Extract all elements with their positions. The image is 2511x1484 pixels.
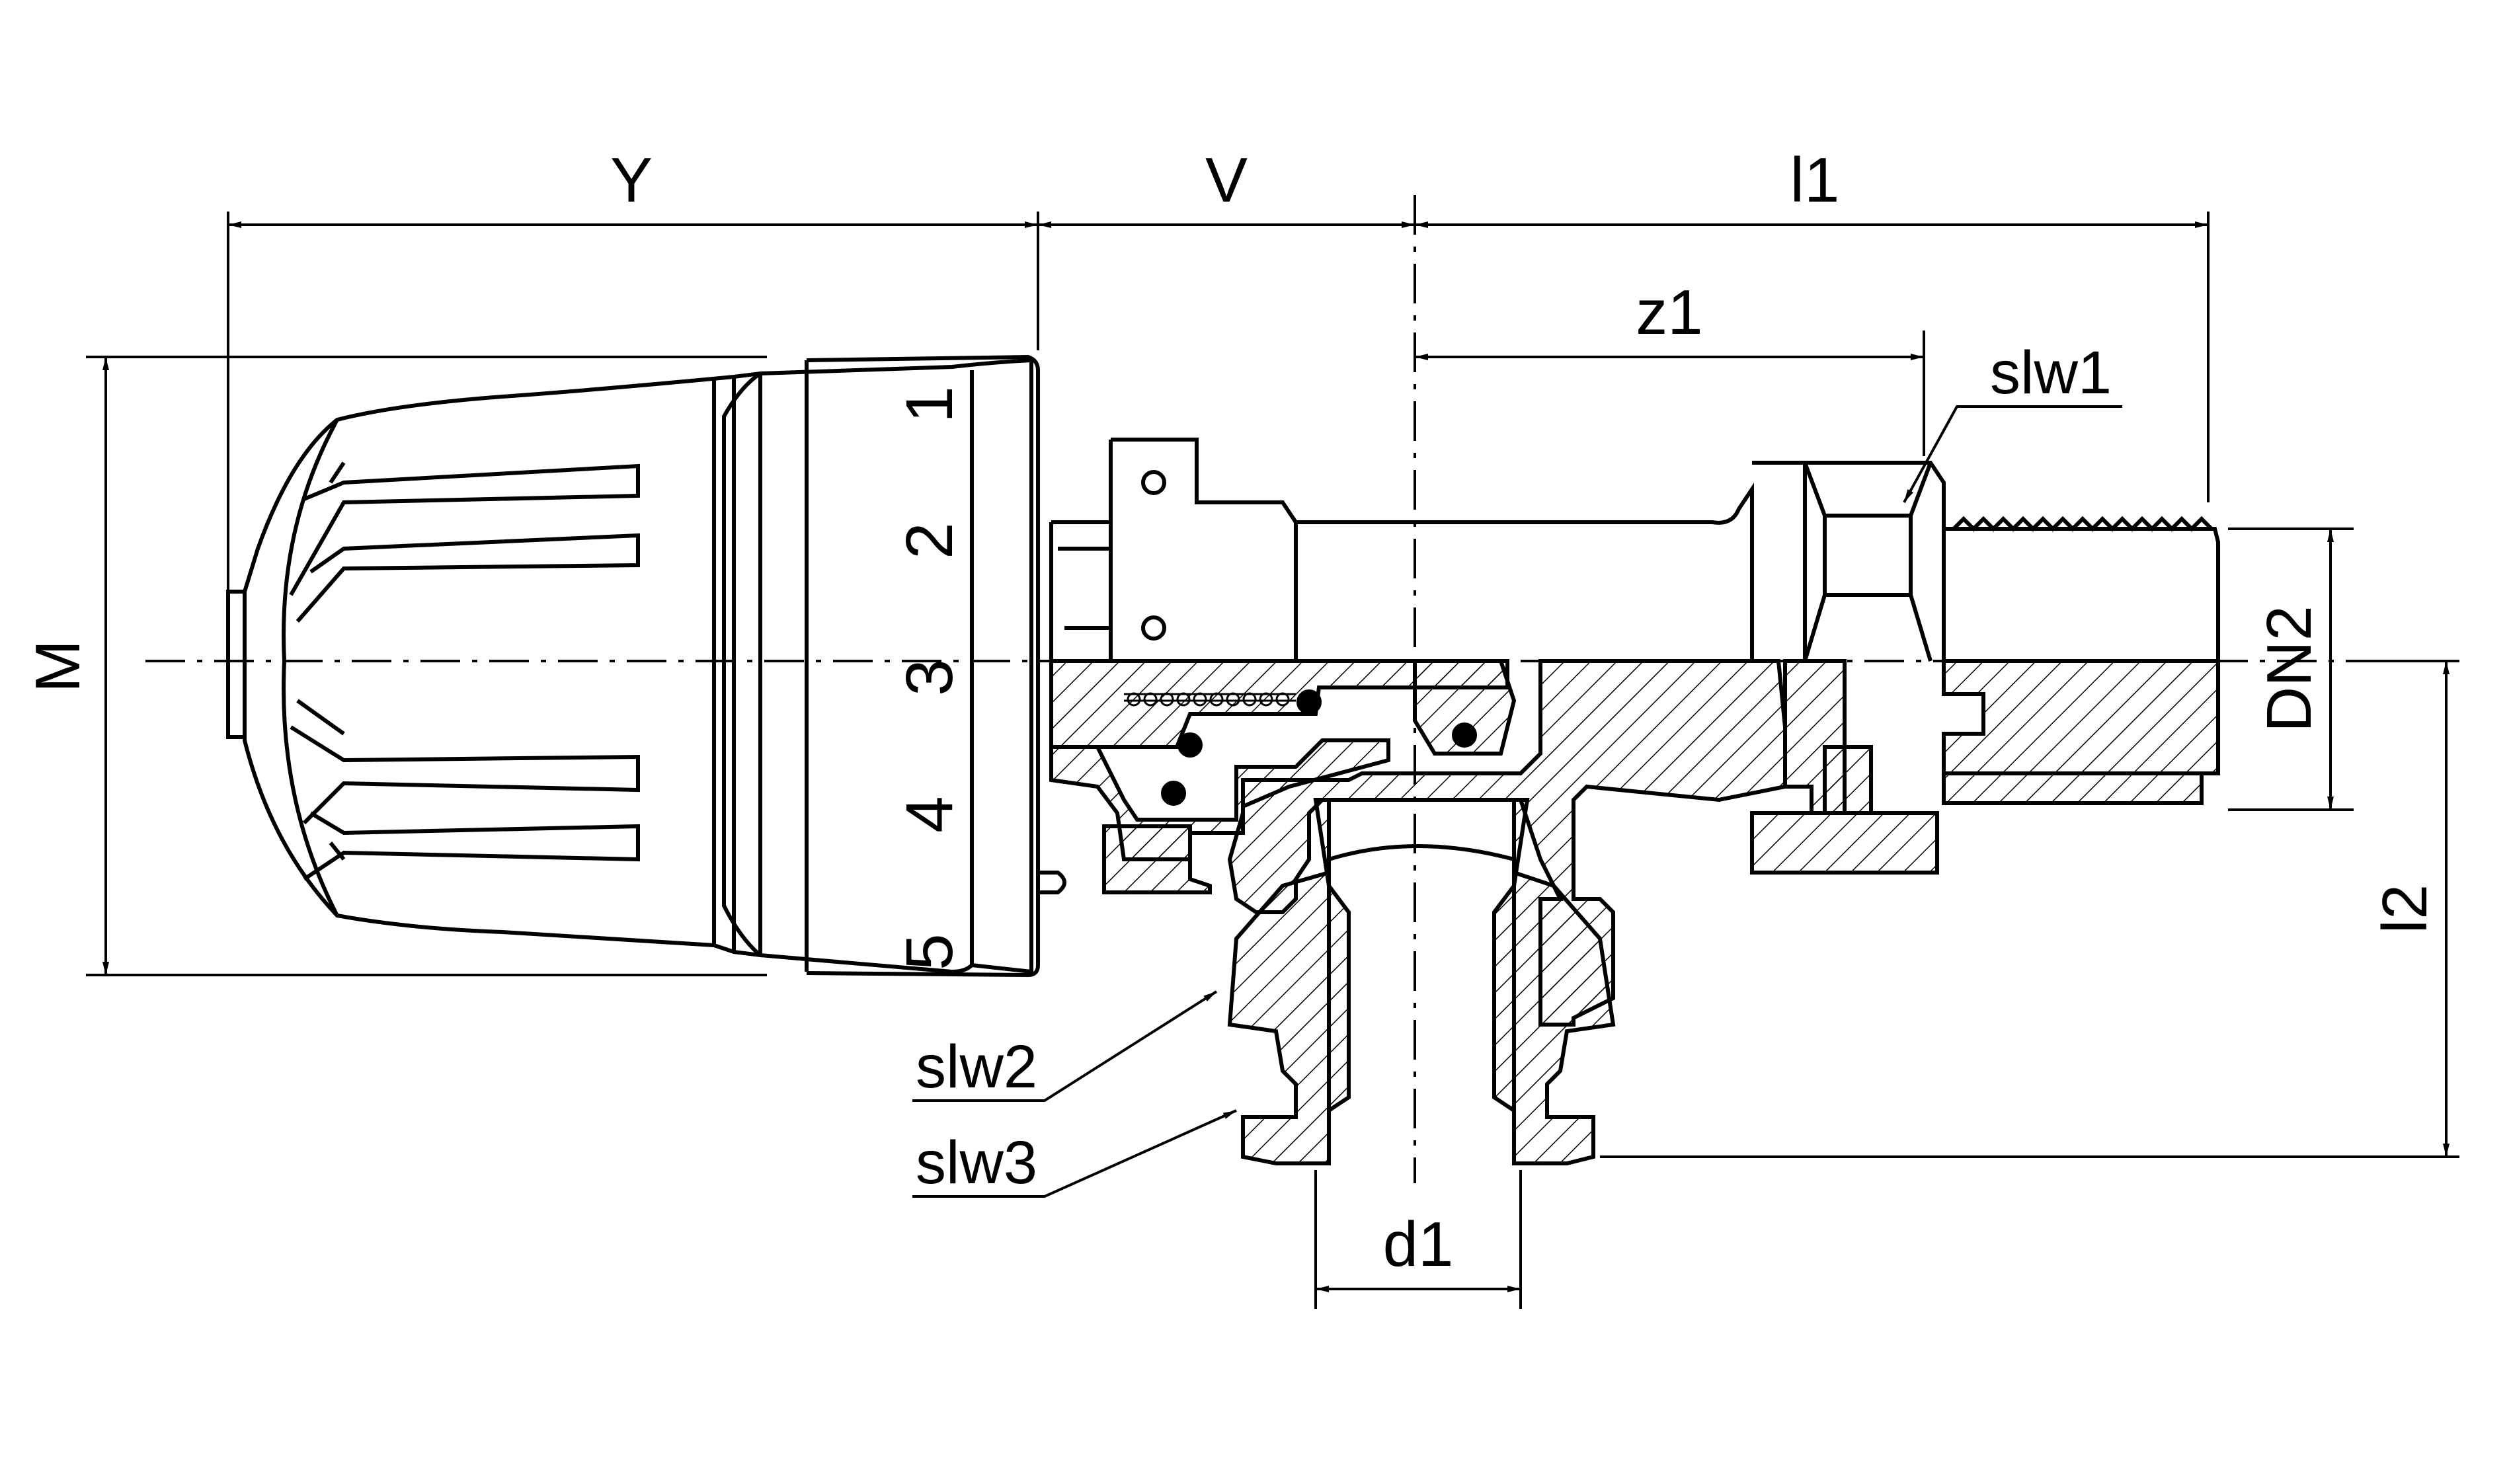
dim-label-M: M [22, 640, 93, 693]
thermostatic-head [226, 354, 1066, 978]
callout-slw2: slw2 [916, 1033, 1037, 1101]
valve-body-section [1049, 659, 2220, 1165]
dimension-labels: Y V l1 z1 M DN2 l2 d1 [22, 145, 2440, 1280]
scale-number-3: 3 [893, 659, 967, 696]
scale-number-1: 1 [893, 386, 967, 423]
valve-body-outline [1049, 438, 2220, 662]
dim-label-l2: l2 [2370, 884, 2440, 934]
leader-lines [912, 405, 2122, 1198]
scale-ring-numbers: 1 2 3 4 5 [893, 386, 967, 970]
callout-slw1: slw1 [1990, 339, 2112, 407]
dim-label-DN2: DN2 [2254, 605, 2325, 732]
scale-number-2: 2 [893, 522, 967, 559]
dim-label-l1: l1 [1790, 145, 1840, 215]
dim-label-z1: z1 [1636, 277, 1702, 348]
dim-label-V: V [1205, 145, 1248, 215]
dim-label-Y: Y [610, 145, 653, 215]
scale-number-5: 5 [893, 933, 967, 970]
callout-labels: slw1 slw2 slw3 [916, 339, 2112, 1196]
callout-slw3: slw3 [916, 1129, 1037, 1196]
scale-number-4: 4 [893, 796, 967, 833]
dim-label-d1: d1 [1383, 1209, 1454, 1280]
dimension-lines [86, 212, 2459, 1309]
